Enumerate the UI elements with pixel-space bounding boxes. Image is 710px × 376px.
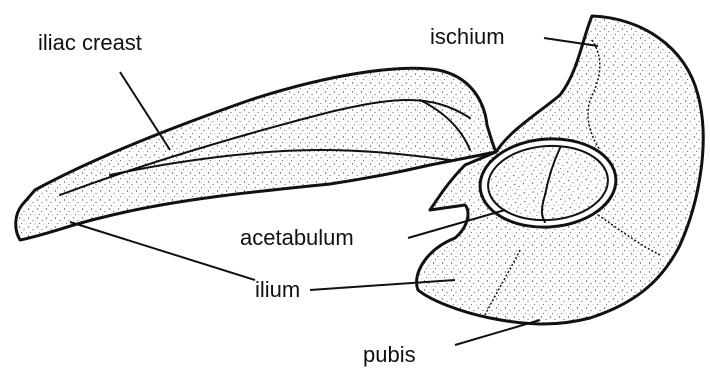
label-iliac-crest: iliac creast — [38, 30, 142, 55]
label-acetabulum: acetabulum — [240, 225, 354, 250]
label-ischium: ischium — [430, 24, 505, 49]
ilium-leader-left — [70, 222, 255, 280]
label-pubis: pubis — [363, 342, 416, 367]
label-ilium: ilium — [255, 277, 300, 302]
pubis-leader — [455, 320, 540, 345]
ilium-bone — [16, 68, 496, 240]
